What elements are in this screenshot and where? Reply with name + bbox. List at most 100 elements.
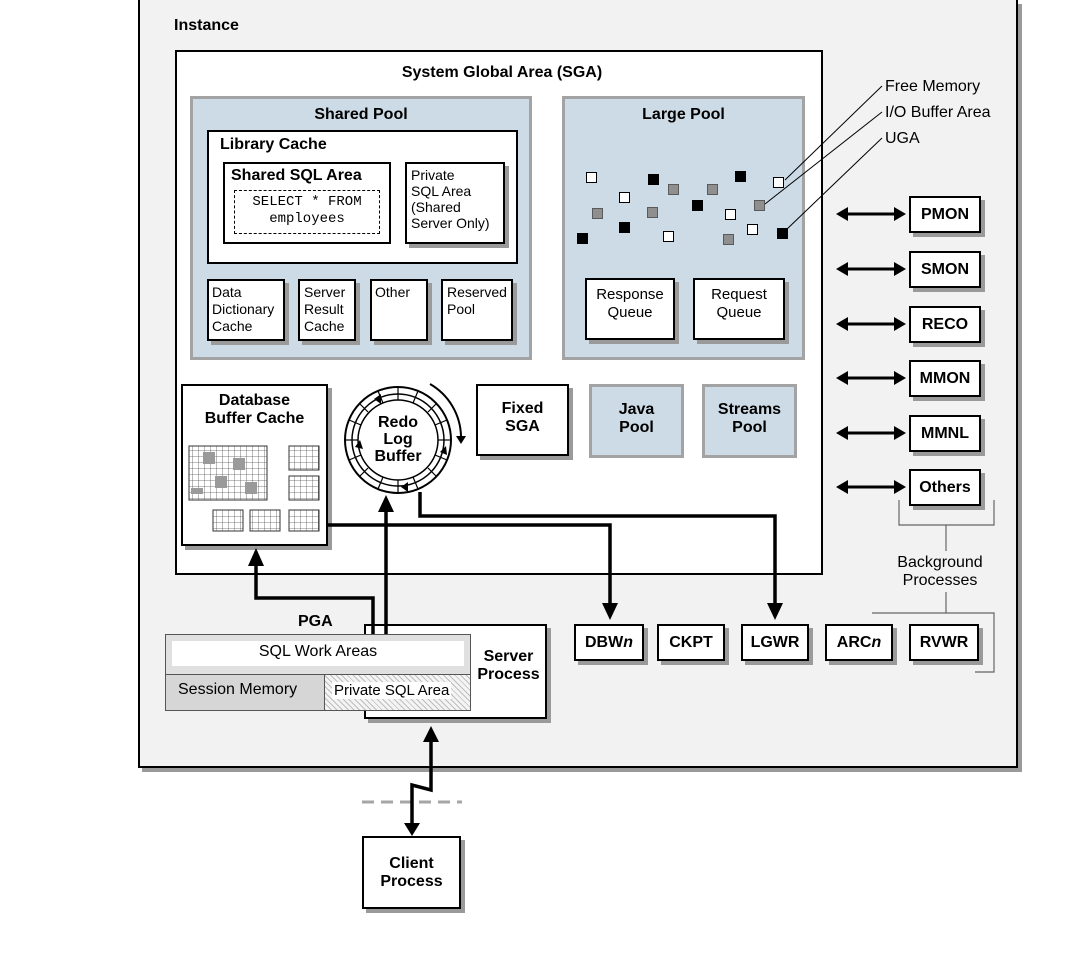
free-memory-square (773, 177, 784, 188)
response-queue (585, 278, 675, 340)
response-queue-line1: Response (596, 286, 664, 303)
session-memory (166, 674, 324, 710)
process-rvwr: RVWR (909, 624, 979, 661)
sql-statement-box (234, 190, 380, 234)
fixed-sga (476, 384, 569, 456)
streams-pool-line1: Streams (717, 401, 782, 418)
client-process-line1: Client (389, 854, 434, 872)
client-process-line2: Process (380, 872, 443, 890)
process-mmon: MMON (909, 360, 981, 397)
process-dbwn-label: DBW (585, 633, 624, 651)
response-queue-text: Response Queue (585, 286, 675, 322)
uga-square (777, 228, 788, 239)
redo-log-buffer-text: Redo Log Buffer (360, 414, 436, 465)
server-result-cache (298, 279, 356, 341)
free-memory-square (619, 192, 630, 203)
free-memory-square (663, 231, 674, 242)
uga-square (735, 171, 746, 182)
other-cache-label: Other (375, 284, 411, 300)
private-sql-area-pga-label: Private SQL Area (332, 682, 452, 699)
private-sql-area-shared-server (405, 162, 505, 244)
process-smon: SMON (909, 251, 981, 288)
process-pmon: PMON (909, 196, 981, 233)
dbc-line2: Buffer Cache (204, 410, 305, 427)
free-memory-square (586, 172, 597, 183)
uga-square (692, 200, 703, 211)
process-lgwr-label: LGWR (750, 633, 800, 651)
private-sql-line3: (Shared (411, 199, 461, 215)
private-sql-line2: SQL Area (411, 183, 472, 199)
other-cache (370, 279, 428, 341)
process-smon-label: SMON (921, 260, 969, 278)
io-buffer-square (723, 234, 734, 245)
process-arcn-suffix: n (871, 633, 882, 651)
instance-label: Instance (174, 17, 239, 34)
private-sql-line1: Private (411, 167, 455, 183)
fixed-sga-line1: Fixed (501, 400, 544, 417)
server-process-text: Server Process (470, 648, 547, 684)
data-dictionary-cache-text: Data Dictionary Cache (212, 284, 274, 335)
request-queue (693, 278, 785, 340)
sql-work-areas (172, 641, 464, 666)
fixed-sga-text: Fixed SGA (476, 400, 569, 436)
data-dictionary-cache (207, 279, 285, 341)
sql-statement-line1: SELECT * FROM (252, 194, 362, 210)
java-pool (589, 384, 684, 458)
process-rvwr-label: RVWR (919, 633, 969, 651)
java-pool-line2: Pool (619, 419, 654, 436)
process-arcn-label: ARC (836, 633, 872, 651)
io-buffer-square (754, 200, 765, 211)
legend-io-buffer-area: I/O Buffer Area (885, 104, 991, 121)
reserved-pool-text: Reserved Pool (447, 284, 507, 318)
uga-square (577, 233, 588, 244)
process-ckpt-label: CKPT (669, 633, 713, 651)
uga-square (648, 174, 659, 185)
redo-line2: Log (383, 431, 413, 448)
session-memory-label: Session Memory (178, 681, 298, 698)
process-mmnl: MMNL (909, 415, 981, 452)
ddc-line3: Cache (212, 318, 253, 334)
free-memory-square (725, 209, 736, 220)
src-line1: Server (304, 284, 346, 300)
request-queue-text: Request Queue (693, 286, 785, 322)
streams-pool-line2: Pool (732, 419, 767, 436)
sql-statement-line2: employees (269, 211, 345, 227)
reserved-pool (441, 279, 513, 341)
ddc-line1: Data (212, 284, 242, 300)
process-reco: RECO (909, 306, 981, 343)
background-line2: Processes (902, 572, 978, 589)
process-others: Others (909, 469, 981, 506)
process-mmnl-label: MMNL (921, 424, 969, 442)
library-cache-label: Library Cache (220, 136, 327, 153)
request-queue-line1: Request (711, 286, 767, 303)
fixed-sga-line2: SGA (505, 418, 540, 435)
private-sql-line4: Server Only) (411, 215, 490, 231)
server-process-line1: Server (483, 648, 534, 665)
process-ckpt: CKPT (657, 624, 725, 661)
process-mmon-label: MMON (919, 369, 971, 387)
client-process: Client Process (362, 836, 461, 909)
process-dbwn-suffix: n (623, 633, 633, 651)
java-pool-text: Java Pool (589, 401, 684, 437)
process-reco-label: RECO (921, 315, 969, 333)
shared-sql-area-label: Shared SQL Area (231, 167, 362, 184)
io-buffer-square (707, 184, 718, 195)
redo-line1: Redo (378, 414, 418, 431)
ddc-line2: Dictionary (212, 301, 275, 317)
pga-label: PGA (298, 613, 333, 630)
sql-work-areas-label: SQL Work Areas (258, 643, 378, 660)
io-buffer-square (592, 208, 603, 219)
process-others-label: Others (919, 478, 971, 496)
shared-pool-label: Shared Pool (314, 106, 408, 123)
free-memory-square (747, 224, 758, 235)
database-buffer-cache-text: Database Buffer Cache (181, 392, 328, 428)
streams-pool-text: Streams Pool (702, 401, 797, 437)
server-result-cache-text: Server Result Cache (304, 284, 345, 335)
src-line3: Cache (304, 318, 345, 334)
response-queue-line2: Queue (607, 304, 653, 321)
server-process-line2: Process (477, 666, 540, 683)
legend-free-memory: Free Memory (885, 78, 981, 95)
